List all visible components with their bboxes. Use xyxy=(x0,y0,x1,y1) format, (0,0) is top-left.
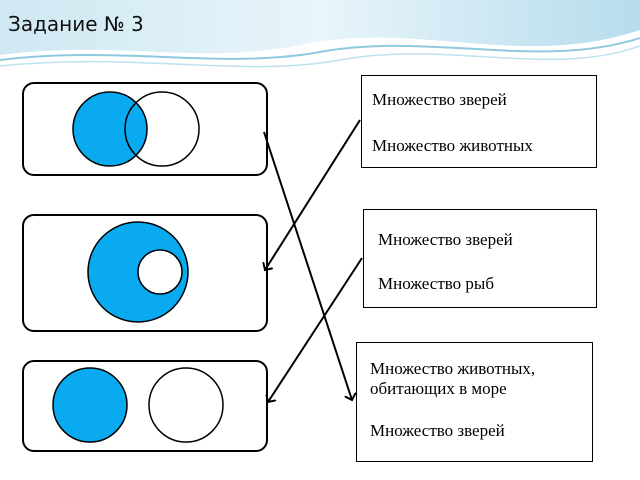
text-box-2-line2: Множество рыб xyxy=(378,274,494,293)
diagram-box-subset xyxy=(22,214,268,332)
diagram-box-intersection xyxy=(22,82,268,176)
text-box-1: Множество зверей Множество животных xyxy=(361,75,597,168)
text-box-3: Множество животных, обитающих в море Мно… xyxy=(356,342,593,462)
text-box-3-line1: Множество животных, xyxy=(370,359,536,378)
text-box-3-line2: Множество зверей xyxy=(370,421,505,440)
diagram-box-disjoint xyxy=(22,360,268,452)
page-title: Задание № 3 xyxy=(8,12,144,36)
text-box-3-line1b: обитающих в море xyxy=(370,379,507,398)
text-box-2-line1: Множество зверей xyxy=(378,230,513,249)
text-box-1-line1: Множество зверей xyxy=(372,90,507,109)
text-box-1-line2: Множество животных xyxy=(372,136,533,155)
text-box-2: Множество зверей Множество рыб xyxy=(363,209,597,308)
